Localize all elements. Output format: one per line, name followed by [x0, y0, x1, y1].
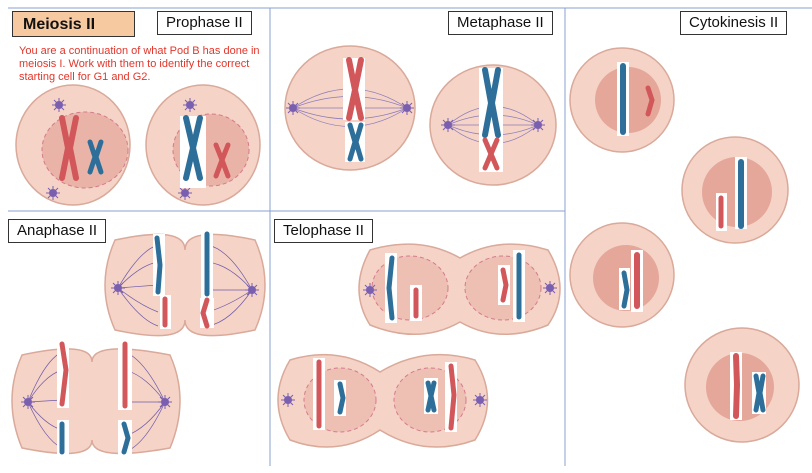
anaphase-cell-1 — [104, 230, 266, 337]
anaphase-label: Anaphase II — [8, 219, 107, 243]
metaphase-label: Metaphase II — [448, 11, 553, 35]
metaphase-cell-2 — [429, 64, 557, 186]
cytokinesis-cell-3 — [569, 222, 675, 328]
cytokinesis-label: Cytokinesis II — [680, 11, 788, 35]
telophase-label: Telophase II — [274, 219, 373, 243]
prophase-cell-1 — [15, 84, 131, 206]
cytokinesis-cell-1 — [569, 47, 675, 153]
panel-dividers — [8, 7, 812, 466]
telophase-cell-1 — [358, 243, 561, 335]
chromosome-blue — [87, 139, 104, 175]
prophase-label: Prophase II — [157, 11, 252, 35]
anaphase-cell-2 — [11, 340, 181, 456]
metaphase-cell-1 — [284, 45, 416, 171]
chromosome-red — [59, 115, 79, 181]
chromosome-red — [213, 142, 231, 179]
instruction-note: You are a continuation of what Pod B has… — [19, 45, 260, 83]
chromosome-blue — [183, 115, 203, 181]
telophase-cell-2 — [277, 353, 489, 448]
cytokinesis-cell-2 — [681, 136, 789, 244]
prophase-cell-2 — [145, 84, 261, 206]
cytokinesis-cell-4 — [684, 327, 800, 443]
page-title: Meiosis II — [12, 11, 135, 37]
